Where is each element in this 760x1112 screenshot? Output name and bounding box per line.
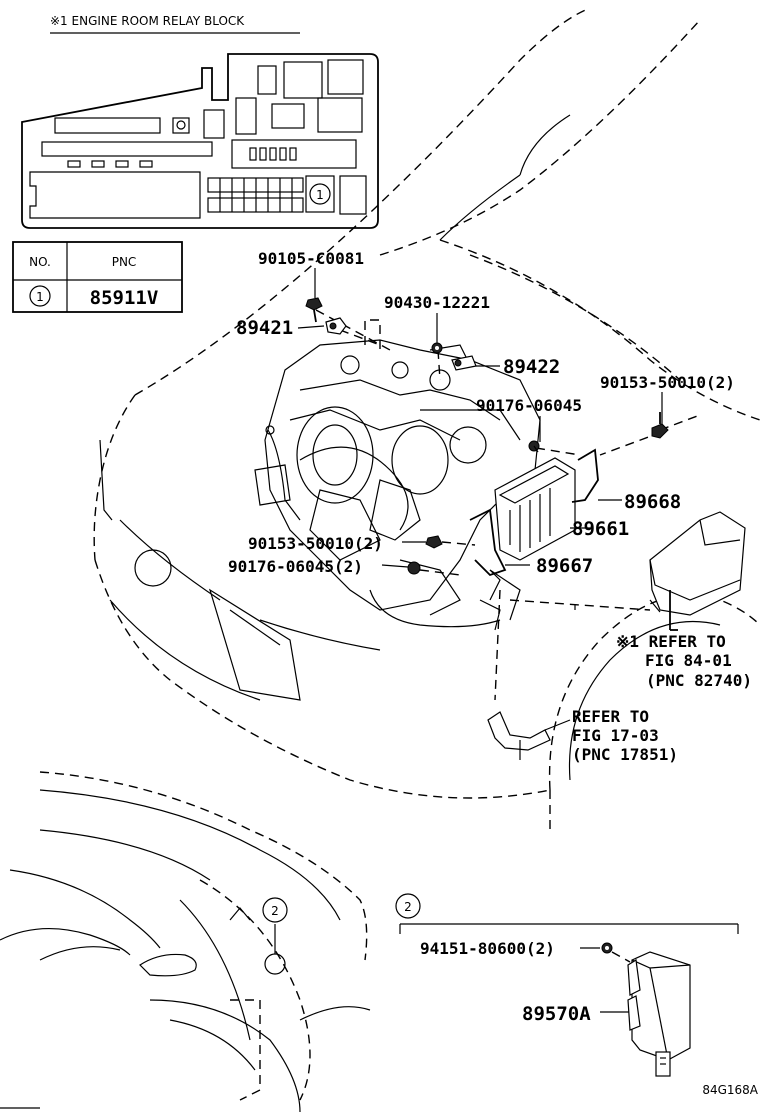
ref-bracket-component (487, 711, 551, 760)
sensor-89421-icon (325, 317, 347, 335)
bolt-90105-icon (305, 297, 323, 323)
label-89661: 89661 (572, 518, 629, 540)
label-89570A: 89570A (522, 1003, 591, 1025)
ref1-line3: (PNC 82740) (646, 671, 752, 690)
pnc-table: NO. PNC 1 85911V (12, 241, 183, 313)
rear-callout-number: 2 (271, 904, 279, 918)
fog-lamp-outline (134, 549, 172, 587)
table-row-no: 1 (36, 290, 44, 304)
ecu-89661-shape (494, 457, 576, 561)
rear-door-handle-outline (139, 953, 197, 977)
bracket-89668-shape (571, 448, 599, 503)
label-90153-50010-top: 90153-50010(2) (600, 373, 735, 392)
label-90176-06045-top: 90176-06045 (476, 396, 582, 415)
inset-callout-number: 2 (404, 900, 412, 914)
label-90430-12221: 90430-12221 (384, 293, 490, 312)
clip-90176-top-icon (528, 440, 540, 453)
label-90105-C0081: 90105-C0081 (258, 249, 364, 268)
relay-block-component (649, 511, 746, 631)
relay-callout-circle (309, 183, 331, 205)
clip-94151-icon (601, 942, 613, 954)
reference-labels: ※1 REFER TO FIG 84-01 (PNC 82740) REFER … (572, 632, 752, 764)
ecu-assembly (315, 309, 701, 701)
bolt-90153-mid-icon (425, 535, 443, 549)
label-90176-06045-mid: 90176-06045(2) (228, 557, 363, 576)
bolt-90153-top-icon (651, 412, 669, 439)
label-89422: 89422 (503, 356, 560, 378)
bracket-89667-shape (469, 508, 507, 577)
label-90153-50010-mid: 90153-50010(2) (248, 534, 383, 553)
label-94151-80600: 94151-80600(2) (420, 939, 555, 958)
leader-lines (297, 268, 663, 1013)
ref1-line1: ※1 REFER TO (616, 632, 726, 651)
fuel-door-outline (264, 953, 286, 975)
relay-callout-number: 1 (316, 188, 324, 202)
sensor-89422-icon (451, 355, 477, 371)
ref1-line2: FIG 84-01 (645, 651, 732, 670)
relay-block-inset: ※1 ENGINE ROOM RELAY BLOCK (21, 14, 379, 229)
table-row-pnc: 85911V (90, 287, 159, 309)
rear-callout: 2 (262, 897, 288, 923)
ref2-line1: REFER TO (572, 707, 649, 726)
diagram-code: 84G168A (702, 1083, 758, 1097)
part-labels: 90105-C0081 89421 90430-12221 89422 9015… (228, 249, 735, 577)
label-89667: 89667 (536, 555, 593, 577)
relay-block-title: ※1 ENGINE ROOM RELAY BLOCK (50, 14, 245, 28)
label-89421: 89421 (236, 317, 293, 339)
label-89668: 89668 (624, 491, 681, 513)
fasteners (305, 297, 669, 575)
clip-90176-mid-icon (407, 561, 421, 575)
vehicle-body-outline (0, 7, 760, 1112)
table-header-pnc: PNC (112, 255, 137, 269)
antenna-inset: 2 94151-80600(2) 89570A (395, 893, 739, 1077)
module-89570A-shape (627, 951, 691, 1077)
ref2-line3: (PNC 17851) (572, 745, 678, 764)
nut-90430-icon (431, 342, 443, 354)
table-header-no: NO. (29, 255, 51, 269)
ref2-line2: FIG 17-03 (572, 726, 659, 745)
